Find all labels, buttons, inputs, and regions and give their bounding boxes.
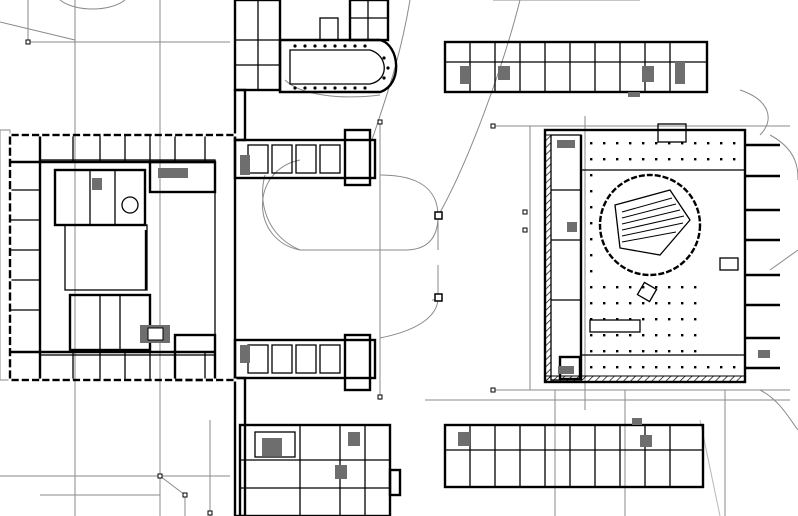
north-east-block bbox=[443, 40, 709, 97]
south-east-block bbox=[443, 418, 705, 489]
east-edge-markers bbox=[745, 143, 780, 370]
hall-columns bbox=[590, 142, 736, 369]
west-connectors bbox=[233, 128, 377, 392]
south-column-wing bbox=[233, 376, 402, 516]
central-hall bbox=[543, 123, 770, 384]
guide-nodes bbox=[25, 39, 528, 516]
north-column-wing bbox=[233, 0, 390, 142]
chapel bbox=[278, 17, 398, 94]
west-wing-openings bbox=[8, 133, 237, 382]
west-wing bbox=[8, 133, 237, 382]
